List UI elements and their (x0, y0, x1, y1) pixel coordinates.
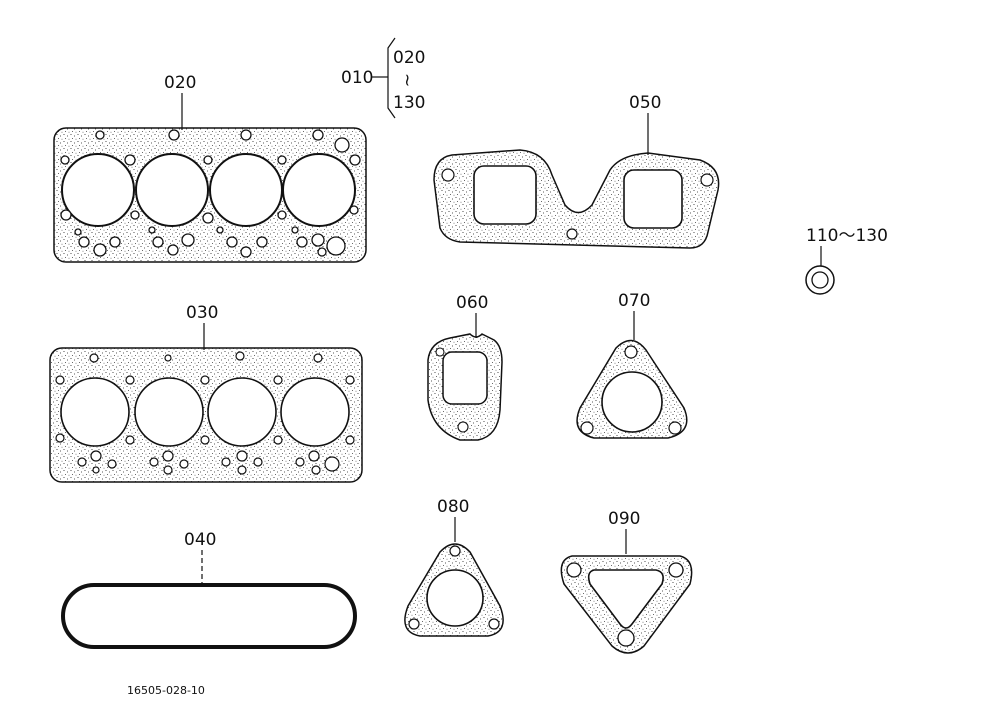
tri-gasket-080-label: 080 (437, 497, 469, 517)
oring-040[interactable]: 040 (61, 530, 357, 649)
drawing-code: 16505-028-10 (127, 684, 205, 697)
washer-110-130[interactable]: 110～130 (805, 226, 888, 295)
set-callout: 010 020 ~ 130 (341, 37, 425, 119)
head-gasket-020[interactable]: 020 (53, 73, 367, 263)
range-tilde: ~ (397, 73, 417, 87)
range-top-label: 020 (393, 48, 425, 68)
range-bottom-label: 130 (393, 93, 425, 113)
small-gasket-060-label: 060 (456, 293, 488, 313)
tri-gasket-080[interactable]: 080 (404, 497, 504, 637)
head-gasket-030[interactable]: 030 (49, 303, 363, 483)
head-gasket-030-label: 030 (186, 303, 218, 323)
washer-label: 110～130 (806, 226, 888, 246)
tri-gasket-070-label: 070 (618, 291, 650, 311)
manifold-gasket-050-label: 050 (629, 93, 661, 113)
set-label: 010 (341, 68, 373, 88)
small-gasket-060[interactable]: 060 (427, 293, 503, 441)
manifold-gasket-050[interactable]: 050 (433, 93, 720, 249)
tri-gasket-070[interactable]: 070 (576, 291, 688, 439)
head-gasket-020-label: 020 (164, 73, 196, 93)
oring-040-label: 040 (184, 530, 216, 550)
tri-gasket-090-label: 090 (608, 509, 640, 529)
tri-gasket-090[interactable]: 090 (560, 509, 693, 654)
